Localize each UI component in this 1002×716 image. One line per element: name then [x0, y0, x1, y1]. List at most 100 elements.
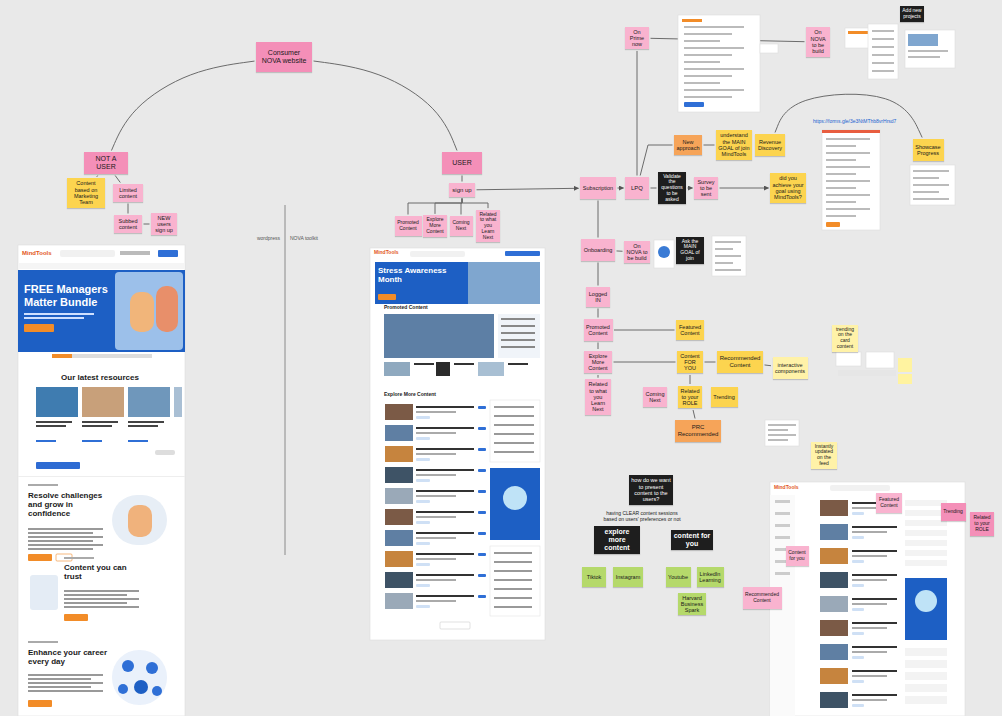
connector	[688, 188, 693, 189]
tag-chip	[852, 656, 864, 659]
text-line	[826, 145, 856, 147]
connector	[775, 94, 922, 137]
list-item	[905, 648, 947, 656]
text-line	[715, 248, 733, 250]
text-line	[28, 674, 103, 676]
question-tag: Ask the MAIN GOAL of join	[676, 237, 704, 264]
text-line	[852, 651, 887, 653]
sticky-note: LinkedIn Learning	[697, 567, 724, 587]
card-block	[490, 400, 540, 462]
text-line	[852, 579, 887, 581]
list-item	[905, 560, 947, 566]
text-line	[508, 363, 528, 365]
text-line	[768, 429, 788, 431]
divider-line	[285, 205, 286, 555]
node-text: Recommended Content	[745, 592, 780, 604]
sticky-note: Related to what you Learn Next	[585, 379, 611, 415]
thumbnail	[820, 596, 848, 612]
nav-line	[775, 512, 790, 515]
node-text: Related to your ROLE	[972, 515, 992, 532]
text-line	[28, 528, 103, 530]
text-line	[872, 30, 894, 32]
node-text: Explore More Content	[425, 217, 445, 234]
sticky-note: did you achieve your goal using MindTool…	[770, 173, 806, 202]
thumbnail	[820, 620, 848, 636]
tag-chip	[478, 595, 486, 598]
tag-chip	[478, 490, 486, 493]
tag-chip	[852, 584, 864, 587]
nav-line	[775, 572, 790, 575]
text-line	[908, 50, 948, 52]
connector	[693, 410, 695, 419]
photo-figure	[128, 505, 152, 537]
icon-dot	[146, 662, 158, 674]
thumbnail	[908, 34, 938, 46]
text-line	[416, 553, 474, 555]
node-text: Related to what you Learn Next	[587, 381, 609, 413]
text-line	[852, 555, 887, 557]
question-tag: how do we want to present content to the…	[629, 475, 673, 505]
tag-chip	[416, 605, 430, 608]
icon-dot	[122, 660, 134, 672]
node-text: Subbed content	[116, 218, 140, 231]
list-item	[905, 660, 947, 668]
screenshot-frame	[760, 44, 778, 53]
logo-text: MindTools	[774, 485, 799, 491]
list-item	[905, 696, 947, 704]
text-line	[852, 531, 887, 533]
text-line	[82, 440, 102, 442]
text-line	[128, 425, 158, 427]
tag-chip	[852, 632, 864, 635]
connector	[617, 250, 623, 251]
sticky-note: Coming Next	[643, 387, 667, 407]
text-line	[768, 424, 796, 426]
connector	[128, 204, 129, 214]
text-line	[715, 262, 733, 264]
connector	[614, 362, 676, 363]
node-text: Related to what you Learn Next	[478, 212, 498, 241]
section-heading: Our latest resources	[40, 373, 160, 382]
icon-dot	[134, 680, 148, 694]
node-text: Youtube	[668, 574, 689, 580]
text-line	[852, 646, 897, 648]
text-line	[501, 318, 535, 320]
node-text: New approach	[676, 139, 700, 152]
text-line	[684, 82, 720, 84]
text-line	[494, 606, 532, 608]
text-line	[501, 346, 535, 348]
search-box	[60, 250, 115, 257]
board-note: having CLEAR content sessions based on u…	[598, 511, 686, 523]
node-text: Survey to be sent	[696, 179, 716, 198]
thumbnail	[385, 425, 413, 441]
screenshot-frame	[836, 352, 861, 366]
text-line	[416, 600, 456, 602]
text-line	[28, 641, 58, 643]
node-text: Trending	[943, 509, 964, 515]
sticky-note: On Prime now	[625, 27, 649, 50]
text-line	[494, 579, 532, 581]
icon-dot	[152, 686, 162, 696]
node-text: Showcase Progress	[915, 144, 942, 157]
tag-chip	[416, 500, 430, 503]
text-line	[852, 675, 887, 677]
node-text: Ask the MAIN GOAL of join	[678, 239, 702, 262]
node-text: Recommended Content	[719, 355, 761, 369]
button-block	[378, 294, 396, 300]
sticky-note: Subscription	[580, 177, 616, 199]
text-line	[414, 363, 434, 365]
list-item	[905, 672, 947, 680]
node-text: PRC Recommended	[677, 424, 719, 438]
text-line	[684, 89, 744, 91]
text-line	[826, 180, 870, 182]
node-text: Content based on Marketing Team	[69, 180, 103, 205]
hero-heading: Stress Awareness Month	[378, 266, 463, 284]
screenshot-strip	[838, 370, 896, 376]
text-line	[82, 421, 118, 423]
text-line	[872, 70, 894, 72]
node-text: did you achieve your goal using MindTool…	[772, 175, 804, 200]
tag-chip	[852, 536, 864, 539]
list-item	[905, 550, 947, 556]
sticky-note: Tiktok	[582, 567, 606, 587]
sticky-note: On NOVA to be build	[806, 27, 830, 56]
